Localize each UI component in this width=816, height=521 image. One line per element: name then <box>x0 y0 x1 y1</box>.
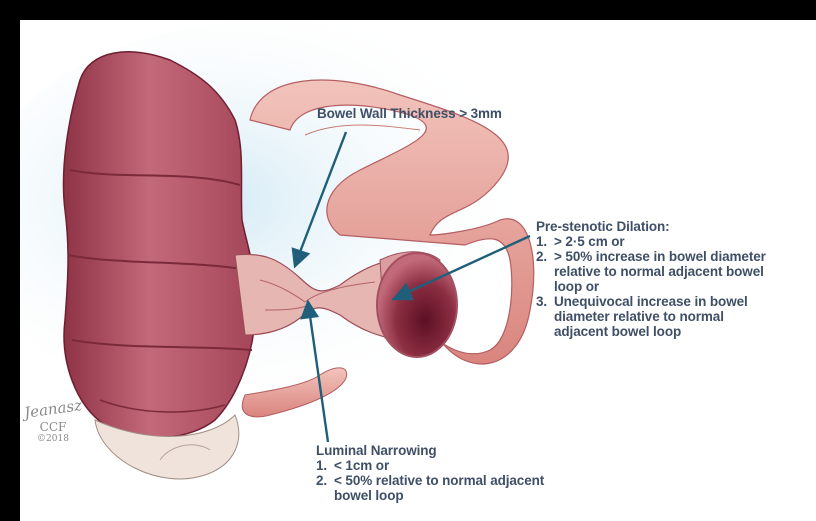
luminal-item: 1. < 1cm or <box>316 458 556 473</box>
prestenotic-title: Pre-stenotic Dilation: <box>536 219 788 234</box>
list-number: 1. <box>316 458 327 473</box>
artist-signature: Jeanasz CCF ©2018 <box>23 400 83 444</box>
signature-name: Jeanasz <box>22 396 84 422</box>
colon <box>63 52 256 438</box>
signature-org: CCF <box>23 420 83 434</box>
prestenotic-item: 3. Unequivocal increase in bowel diameter… <box>536 294 776 339</box>
list-text: < 1cm or <box>334 458 389 473</box>
prestenotic-item: 1. > 2·5 cm or <box>536 234 788 249</box>
list-number: 1. <box>536 234 547 249</box>
list-text: < 50% relative to normal adjacent bowel … <box>334 473 544 503</box>
list-text: Unequivocal increase in bowel diameter r… <box>554 294 748 339</box>
prestenotic-item: 2. > 50% increase in bowel diameter relat… <box>536 249 776 294</box>
list-number: 3. <box>536 294 547 309</box>
luminal-title: Luminal Narrowing <box>316 443 556 458</box>
luminal-list: 1. < 1cm or 2. < 50% relative to normal ad… <box>316 458 556 503</box>
luminal-label: Luminal Narrowing 1. < 1cm or 2. < 50% rel… <box>316 443 556 503</box>
illustration-canvas: Bowel Wall Thickness > 3mm Pre-stenotic … <box>20 20 816 521</box>
prestenotic-label: Pre-stenotic Dilation: 1. > 2·5 cm or 2. >… <box>536 219 788 339</box>
list-number: 2. <box>316 473 327 488</box>
luminal-item: 2. < 50% relative to normal adjacent bowe… <box>316 473 556 503</box>
wall-thickness-label: Bowel Wall Thickness > 3mm <box>317 106 502 121</box>
list-number: 2. <box>536 249 547 264</box>
dilated-lumen <box>377 253 457 357</box>
wall-thickness-text: Bowel Wall Thickness > 3mm <box>317 106 502 121</box>
signature-year: ©2018 <box>23 434 83 444</box>
list-text: > 2·5 cm or <box>554 234 625 249</box>
prestenotic-list: 1. > 2·5 cm or 2. > 50% increase in bowel … <box>536 234 788 339</box>
list-text: > 50% increase in bowel diameter relativ… <box>554 249 766 294</box>
